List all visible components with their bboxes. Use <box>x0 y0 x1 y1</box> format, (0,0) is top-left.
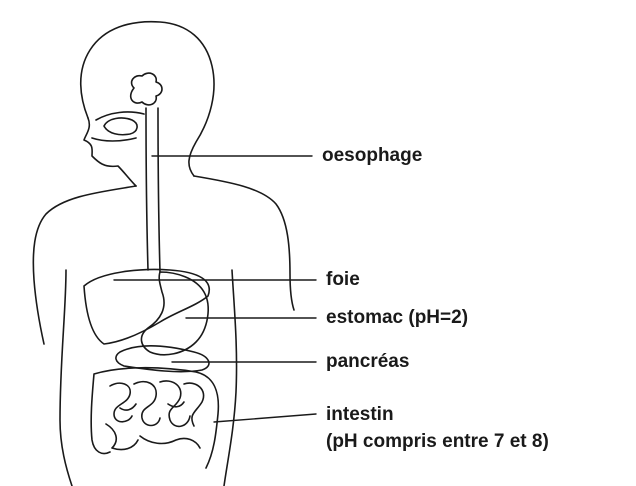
pointer-line-intestin <box>214 414 316 422</box>
body-outline <box>33 22 294 486</box>
upper-jaw <box>92 138 136 141</box>
tongue <box>104 118 137 135</box>
head-outline <box>81 22 214 176</box>
salivary-gland <box>131 73 162 105</box>
left-torso-side <box>60 270 72 486</box>
label-estomac: estomac (pH=2) <box>326 306 468 330</box>
right-torso-side <box>224 270 237 486</box>
large-intestine <box>91 368 218 468</box>
mouth-cavity <box>96 112 144 120</box>
small-intestine <box>106 381 204 450</box>
face-profile <box>84 118 136 186</box>
label-oesophage: oesophage <box>322 144 422 168</box>
label-intestin: intestin <box>326 403 394 427</box>
mouth-region <box>92 73 162 141</box>
label-intestin-ph: (pH compris entre 7 et 8) <box>326 430 549 454</box>
label-pancreas: pancréas <box>326 350 409 374</box>
left-shoulder-arm <box>33 186 136 344</box>
oesophagus <box>146 108 160 272</box>
label-foie: foie <box>326 268 360 292</box>
